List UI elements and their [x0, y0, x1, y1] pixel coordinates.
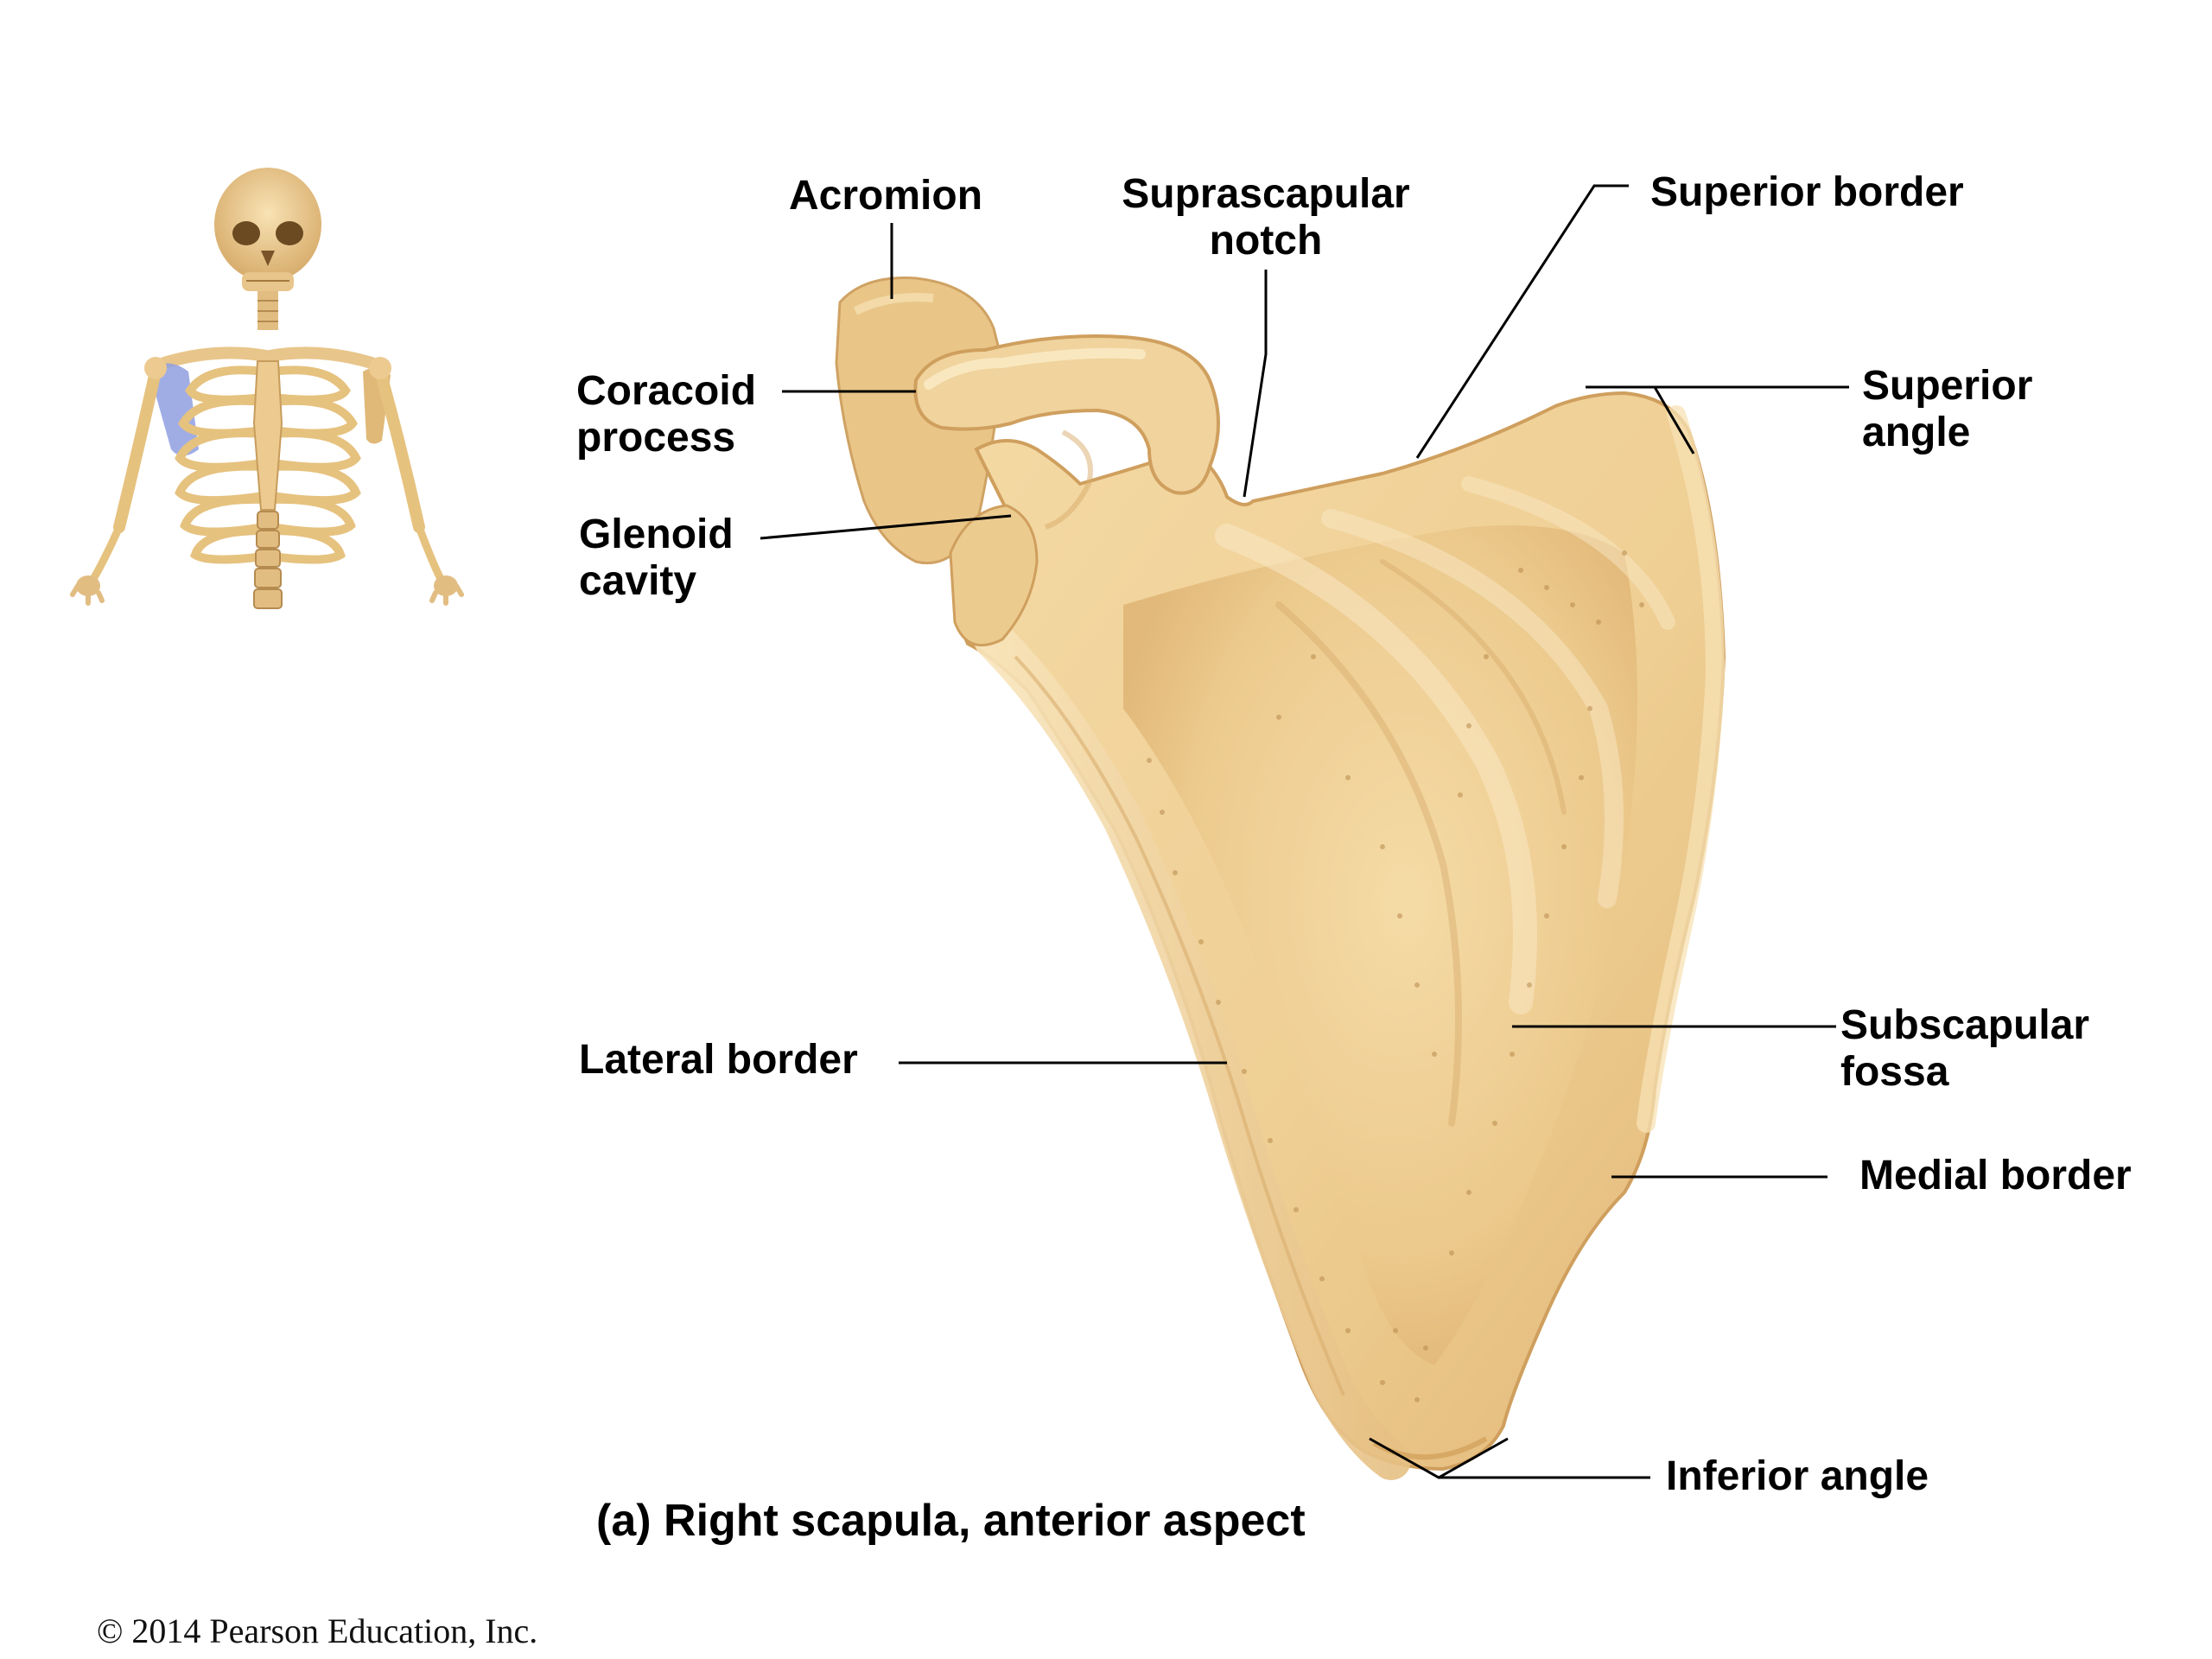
- copyright-notice: © 2014 Pearson Education, Inc.: [97, 1611, 538, 1650]
- label-medial-border: Medial border: [1859, 1153, 2132, 1198]
- label-coracoid-process-line2: process: [576, 415, 736, 461]
- figure-caption-prefix: (a): [596, 1496, 652, 1546]
- leader-line-superior-angle-tick: [1653, 386, 1695, 454]
- label-glenoid-cavity-line1: Glenoid: [579, 512, 734, 557]
- figure-caption-text: Right scapula, anterior aspect: [664, 1496, 1306, 1546]
- label-acromion: Acromion: [789, 173, 983, 219]
- skeleton-inset-illustration: [70, 168, 464, 609]
- label-superior-angle-line2: angle: [1862, 410, 1971, 455]
- label-glenoid-cavity: Glenoid cavity: [579, 512, 734, 605]
- leader-line-superior-border: [1415, 184, 1629, 459]
- label-suprascapular-notch: Suprascapular notch: [1106, 171, 1426, 264]
- leader-lines: [760, 184, 1849, 1479]
- label-suprascapular-notch-line2: notch: [1209, 218, 1323, 264]
- leader-line-glenoid-cavity: [760, 514, 1012, 540]
- label-suprascapular-notch-line1: Suprascapular: [1122, 171, 1410, 217]
- label-glenoid-cavity-line2: cavity: [579, 558, 697, 604]
- label-subscapular-fossa-line2: fossa: [1840, 1049, 1949, 1095]
- label-superior-border: Superior border: [1650, 169, 1964, 215]
- label-superior-angle-line1: Superior: [1862, 363, 2033, 409]
- label-subscapular-fossa-line1: Subscapular: [1840, 1002, 2090, 1048]
- figure-caption: (a) Right scapula, anterior aspect: [596, 1495, 1306, 1547]
- label-subscapular-fossa: Subscapular fossa: [1840, 1002, 2089, 1096]
- label-coracoid-process-line1: Coracoid: [576, 368, 757, 414]
- leader-line-suprascapular-notch: [1243, 270, 1268, 498]
- label-lateral-border: Lateral border: [579, 1037, 858, 1083]
- label-superior-angle: Superior angle: [1862, 363, 2032, 456]
- label-inferior-angle: Inferior angle: [1666, 1453, 1929, 1499]
- label-coracoid-process: Coracoid process: [576, 368, 756, 461]
